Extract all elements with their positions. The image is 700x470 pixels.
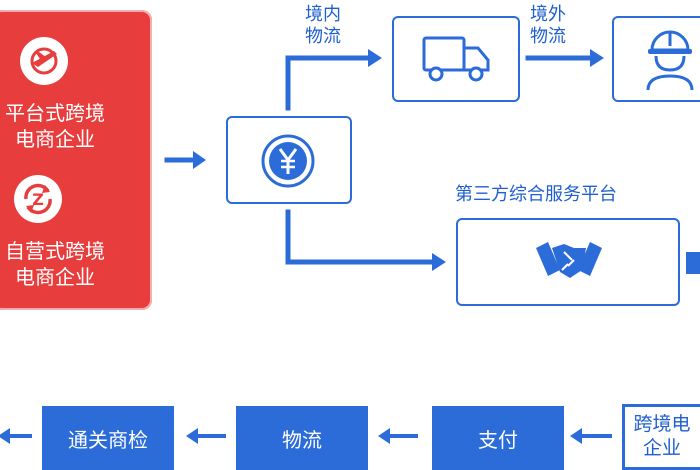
logistics-step-box: 物流: [236, 406, 368, 470]
customs-inspection-step-box: 通关商检: [42, 406, 174, 470]
arrow-head: [193, 151, 206, 169]
worker-helmet-icon: [640, 24, 700, 98]
airplane-globe-icon: [20, 37, 68, 85]
third-party-platform-box: [456, 218, 680, 306]
self-ecommerce-label-line1: 自营式跨境: [5, 239, 105, 263]
arrow-head: [378, 428, 390, 444]
arrow-head: [432, 253, 446, 271]
arrow-head: [590, 49, 604, 67]
domestic-logistics-label-line1: 境内: [305, 4, 341, 25]
arrow-head: [186, 428, 198, 444]
overseas-logistics-label-line1: 境外: [530, 4, 566, 25]
refresh-z-icon: Z: [14, 175, 62, 223]
overseas-logistics-label-line2: 物流: [530, 26, 566, 47]
right-edge-connector: [686, 252, 700, 274]
truck-icon: [420, 30, 492, 90]
domestic-logistics-label-line2: 物流: [305, 26, 341, 47]
ecommerce-company-box: [622, 404, 700, 470]
platform-ecommerce-label-line2: 电商企业: [15, 127, 95, 151]
ecommerce-company-label-line2: 企业: [642, 437, 681, 459]
self-ecommerce-label-line2: 电商企业: [15, 265, 95, 289]
arrow-head: [570, 428, 582, 444]
domestic-logistics-box: [392, 16, 520, 102]
ecommerce-company-label-line1: 跨境电: [633, 413, 691, 435]
arrow-head: [368, 49, 382, 67]
platform-ecommerce-label-line1: 平台式跨境: [5, 101, 105, 125]
arrow-head: [0, 428, 10, 444]
svg-text:Z: Z: [32, 190, 44, 209]
third-party-platform-label: 第三方综合服务平台: [455, 184, 617, 205]
handshake-icon: [534, 230, 604, 294]
arrow-center-to-truck: [285, 55, 373, 111]
arrow-center-to-platform: [285, 209, 437, 265]
yen-coin-icon: [260, 133, 316, 193]
payment-step-box: 支付: [432, 406, 564, 470]
